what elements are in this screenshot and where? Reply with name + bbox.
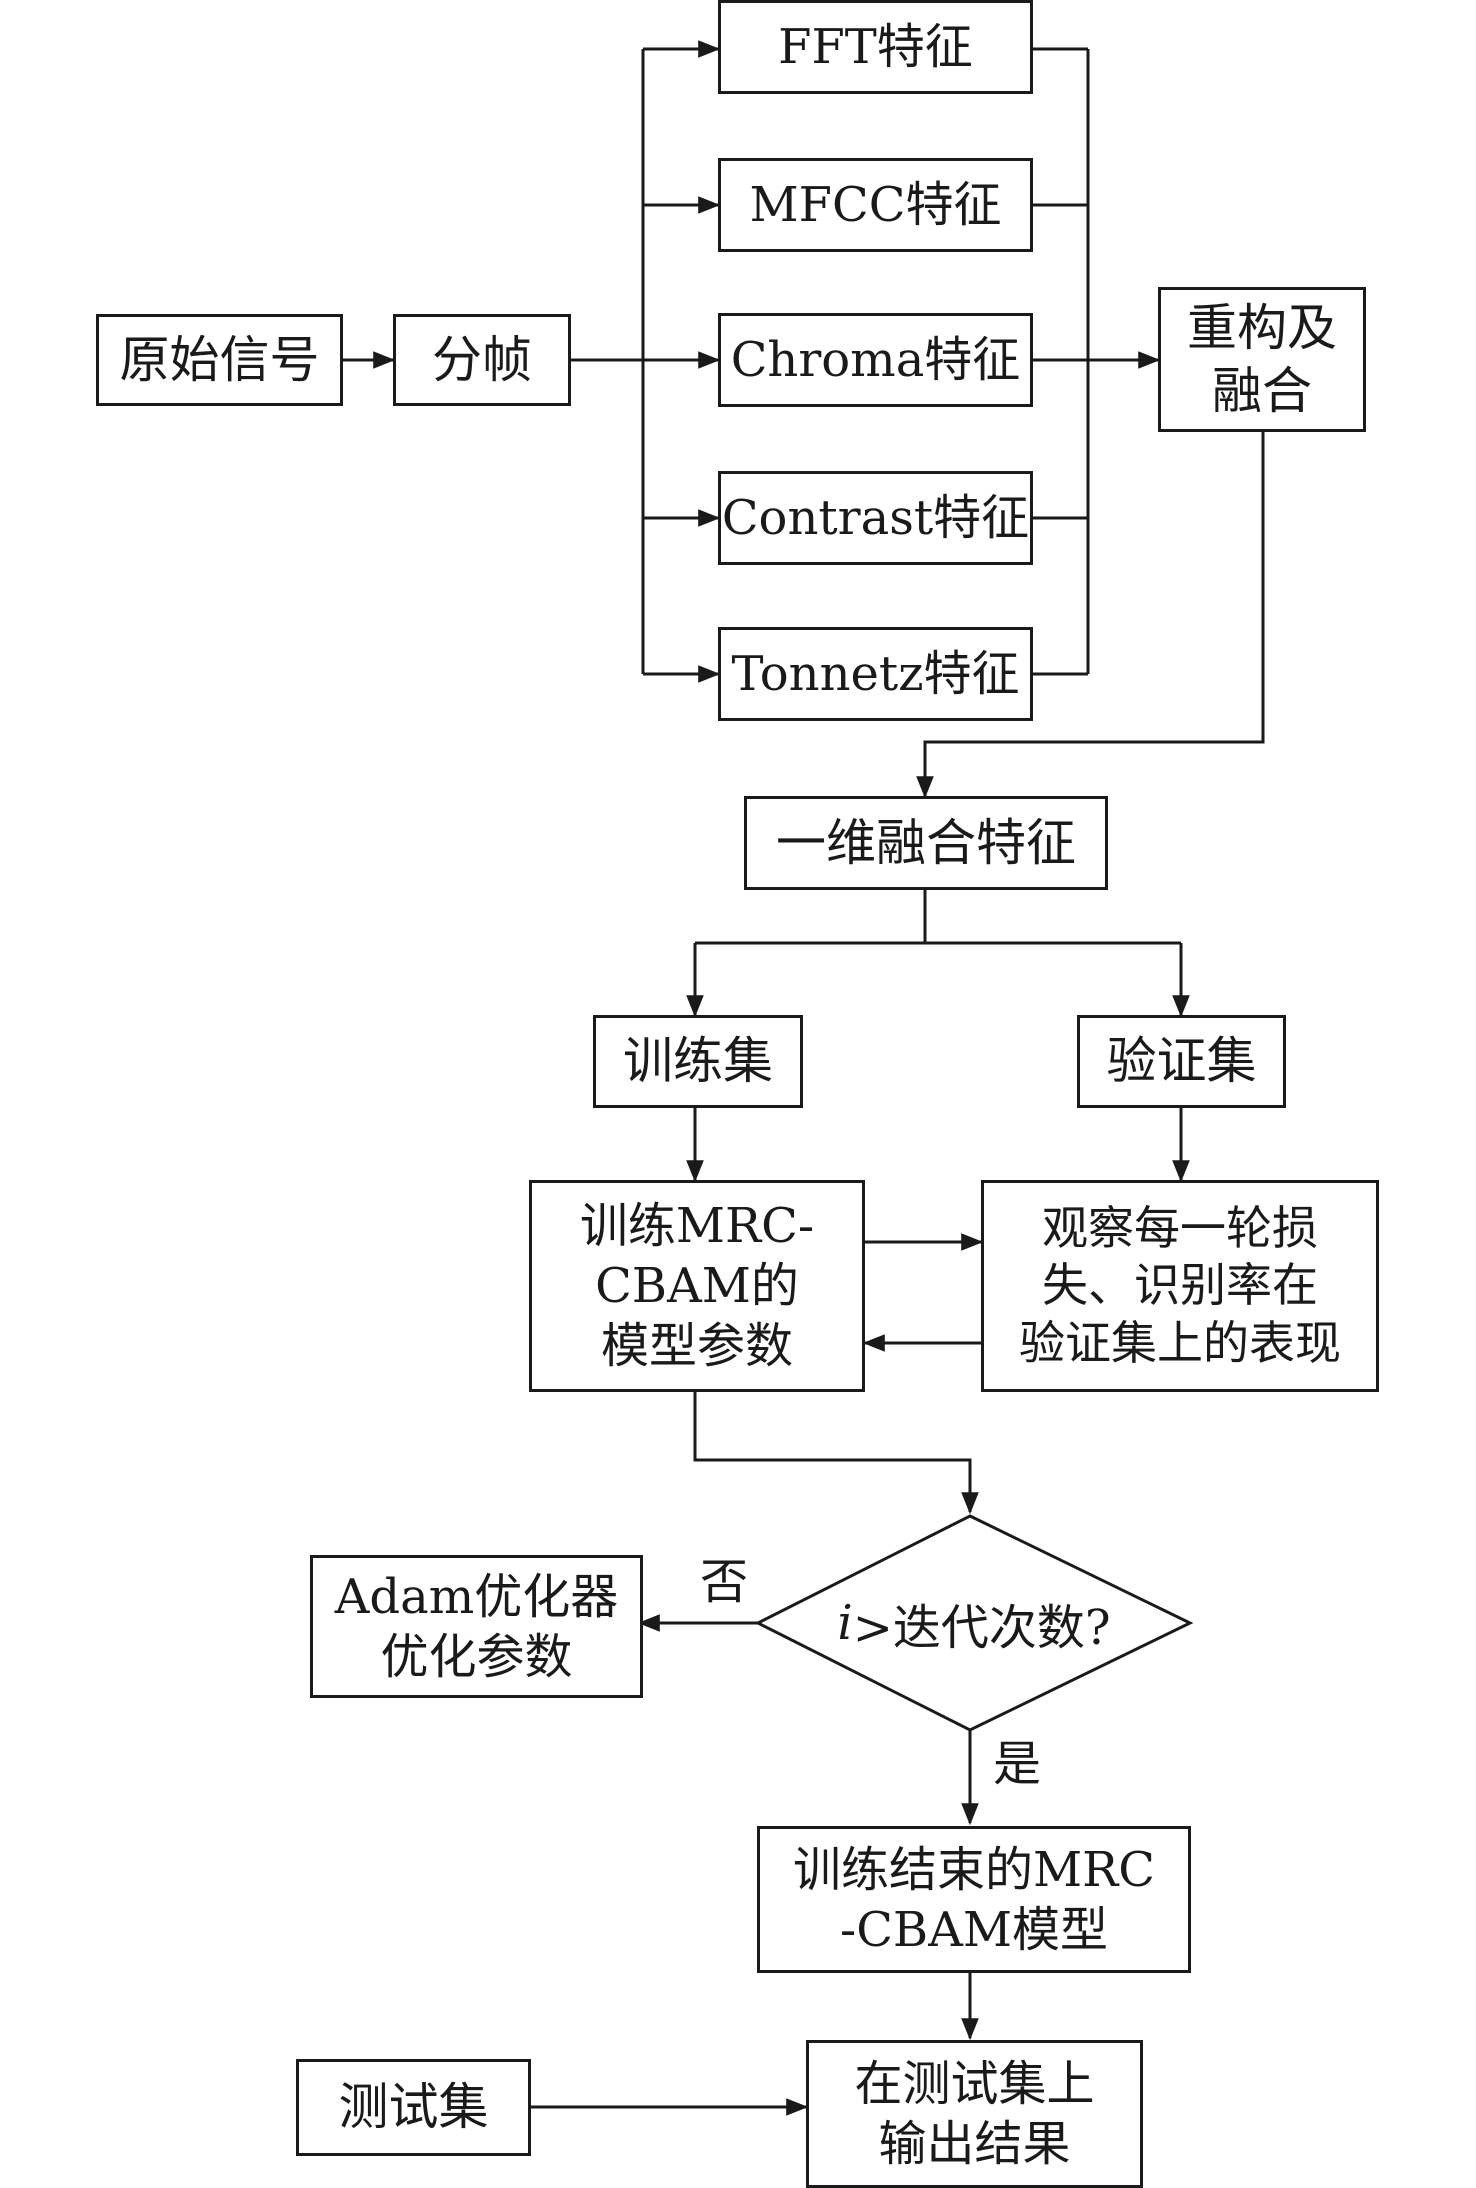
test-set-node: 测试集	[296, 2059, 531, 2156]
mfcc-feature-node: MFCC特征	[718, 158, 1033, 252]
fused-1d-feature-node: 一维融合特征	[744, 796, 1108, 890]
output-node: 在测试集上 输出结果	[806, 2040, 1143, 2188]
edge-label-yes: 是	[993, 1736, 1042, 1792]
contrast-feature-node: Contrast特征	[718, 471, 1033, 565]
val-set-node: 验证集	[1077, 1015, 1286, 1108]
decision-condition: >迭代次数?	[852, 1600, 1111, 1656]
trained-model-node: 训练结束的MRC -CBAM模型	[757, 1826, 1191, 1973]
train-params-node: 训练MRC- CBAM的 模型参数	[529, 1180, 865, 1392]
decision-variable: i	[837, 1595, 853, 1651]
fft-feature-node: FFT特征	[718, 0, 1033, 94]
edge-params-to-decision	[693, 1392, 979, 1515]
chroma-feature-node: Chroma特征	[718, 313, 1033, 407]
edge-fuse-to-1d	[916, 432, 1265, 799]
observe-node: 观察每一轮损 失、识别率在 验证集上的表现	[981, 1180, 1379, 1392]
adam-optimizer-node: Adam优化器 优化参数	[310, 1555, 643, 1698]
train-set-node: 训练集	[593, 1015, 803, 1108]
decision-text: i>迭代次数?	[758, 1590, 1190, 1656]
raw-signal-node: 原始信号	[96, 314, 343, 406]
framing-node: 分帧	[393, 314, 571, 406]
reconstruct-fuse-node: 重构及 融合	[1158, 287, 1366, 432]
tonnetz-feature-node: Tonnetz特征	[718, 627, 1033, 721]
edge-label-no: 否	[700, 1554, 749, 1610]
